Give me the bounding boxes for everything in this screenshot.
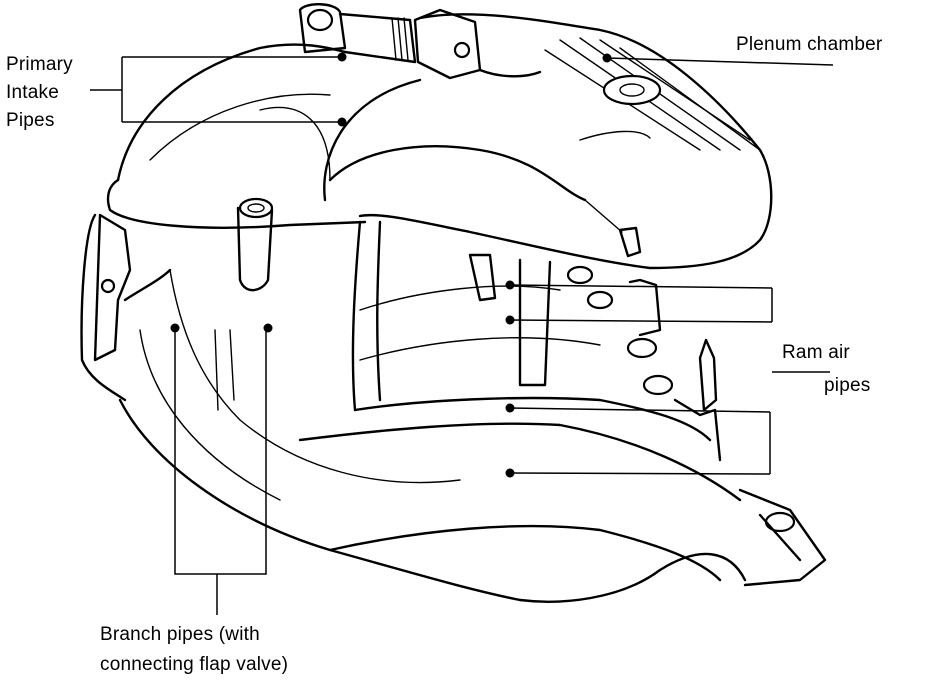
- label-plenum-chamber: Plenum chamber: [736, 34, 883, 55]
- label-branch-pipes-line1: Branch pipes (with: [100, 624, 260, 645]
- leader-lines: [90, 52, 834, 615]
- plenum-chamber-body: [358, 13, 773, 270]
- label-primary-intake-pipes-line2: Intake: [6, 82, 59, 103]
- label-ram-air-pipes-line2: pipes: [824, 375, 871, 396]
- label-primary-intake-pipes-line1: Primary: [6, 54, 73, 75]
- label-primary-intake-pipes-line3: Pipes: [6, 110, 55, 131]
- plenum-port: [602, 74, 662, 106]
- throttle-inlet: [298, 3, 542, 80]
- left-boss: [236, 197, 274, 292]
- lower-manifold-body: [80, 178, 747, 603]
- ram-air-pipes: [298, 220, 827, 587]
- primary-intake-pipes: [116, 43, 587, 202]
- label-ram-air-pipes-line1: Ram air: [782, 342, 850, 363]
- label-branch-pipes-line2: connecting flap valve): [100, 654, 289, 675]
